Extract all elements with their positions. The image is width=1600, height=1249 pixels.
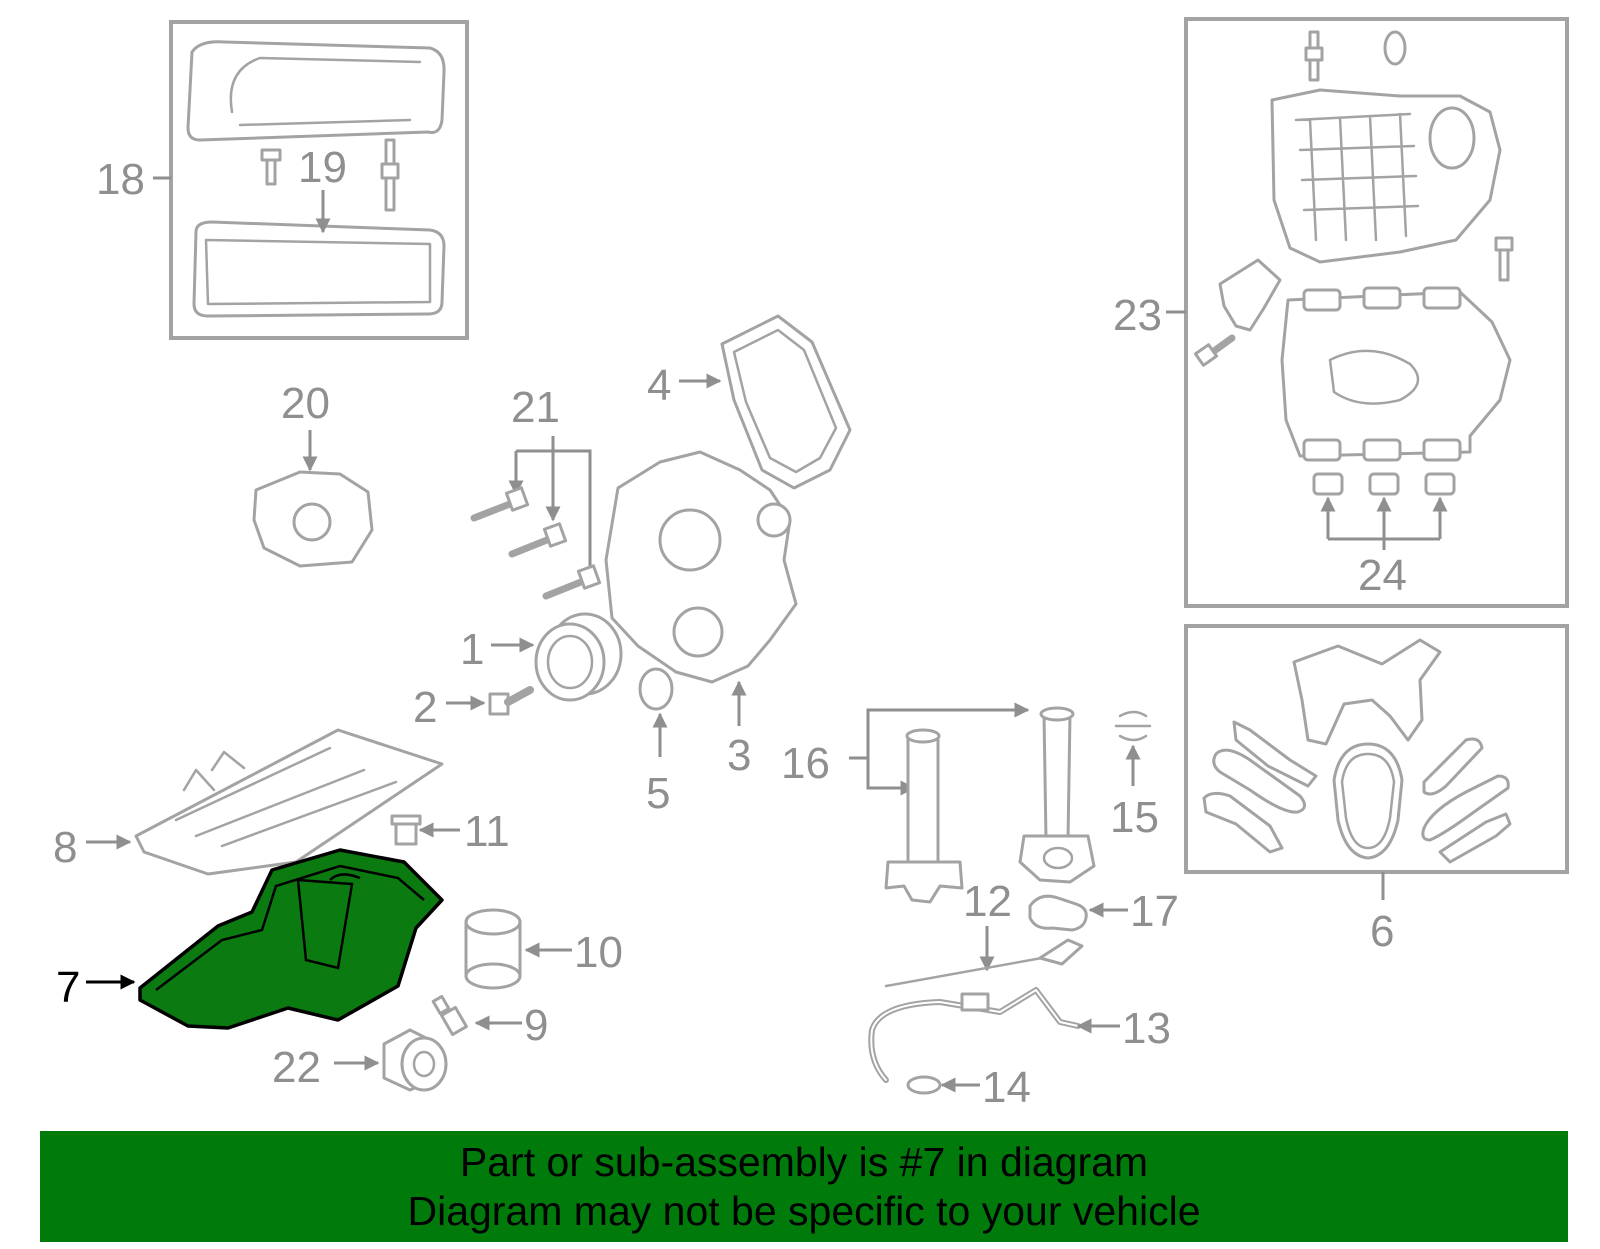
chain-guide-right-upper [1422, 737, 1484, 796]
label-19: 19 [298, 143, 347, 192]
crankshaft-damper-ring-part [534, 612, 623, 702]
banner-line-part-number: Part or sub-assembly is #7 in diagram [459, 1139, 1149, 1185]
manifold-gasket-1 [1312, 472, 1344, 496]
valve-cover-gasket-part [192, 220, 446, 318]
filter-adapter-part [382, 1028, 448, 1092]
manifold-bolt-right-part [1494, 236, 1514, 282]
label-18: 18 [96, 155, 145, 204]
label-1: 1 [460, 625, 484, 674]
manifold-stud-part [1304, 30, 1324, 82]
banner-line-disclaimer: Diagram may not be specific to your vehi… [407, 1188, 1201, 1234]
timing-cover-gasket-part [720, 314, 852, 490]
timing-cover-bore-upper [658, 508, 722, 572]
label-17: 17 [1130, 887, 1179, 936]
timing-cover-bolt-3 [542, 564, 602, 600]
valve-cover-ribs [229, 56, 422, 127]
intake-manifold-upper-part [1270, 88, 1502, 264]
label-14: 14 [982, 1063, 1031, 1112]
chain-guide-left-mid [1212, 748, 1306, 814]
label-10: 10 [574, 928, 623, 977]
label-12: 12 [963, 877, 1012, 926]
dipstick-tube-right-part [1018, 706, 1096, 884]
manifold-bolt-left-part [1193, 334, 1236, 367]
windage-tray-part [134, 728, 444, 876]
leader-16-lower [866, 758, 916, 796]
oil-pan-part-highlighted [138, 848, 444, 1030]
timing-cover-boss [756, 502, 792, 538]
label-9: 9 [524, 1001, 548, 1050]
label-3: 3 [727, 731, 751, 780]
label-5: 5 [646, 769, 670, 818]
leader-21-right [516, 449, 592, 568]
timing-cover-bolt-1 [470, 486, 530, 522]
label-7: 7 [56, 963, 80, 1012]
throttle-sensor-part [1218, 258, 1282, 332]
tube-o-ring-part [906, 1075, 942, 1095]
label-24: 24 [1358, 551, 1407, 600]
valve-cover-bolt-left [260, 148, 282, 186]
label-22: 22 [272, 1043, 321, 1092]
label-13: 13 [1122, 1004, 1171, 1053]
label-6: 6 [1370, 907, 1394, 956]
drain-plug-part [390, 814, 422, 846]
label-20: 20 [281, 379, 330, 428]
timing-cover-bore-lower [672, 606, 724, 658]
chain-guide-right-lower [1438, 812, 1512, 864]
leader-16-upper [849, 702, 1030, 760]
dipstick-seal-part [1028, 894, 1088, 932]
manifold-gasket-3 [1424, 472, 1456, 496]
label-16: 16 [781, 739, 830, 788]
label-21: 21 [511, 383, 560, 432]
manifold-o-ring-part [1383, 30, 1407, 66]
valve-cover-stud-right [380, 138, 400, 212]
oil-filter-part [464, 908, 522, 990]
label-15: 15 [1110, 793, 1159, 842]
chain-guide-right-mid [1421, 774, 1510, 842]
oil-pressure-sensor-part [431, 994, 468, 1037]
timing-chain-group-box [1184, 624, 1569, 874]
label-11: 11 [464, 807, 510, 856]
label-4: 4 [647, 361, 671, 410]
label-2: 2 [413, 683, 437, 732]
info-banner: Part or sub-assembly is #7 in diagram Di… [40, 1131, 1568, 1242]
valve-cover-part [186, 40, 446, 142]
chain-guide-left-upper [1232, 720, 1318, 788]
manifold-gasket-2 [1368, 472, 1400, 496]
damper-bolt-part [488, 686, 534, 716]
timing-cover-bolt-2 [508, 522, 568, 558]
retaining-clip-part [1114, 710, 1152, 742]
dipstick-tube-left-part [884, 728, 964, 904]
dipstick-tube-curved-part [868, 987, 1081, 1083]
label-8: 8 [53, 823, 77, 872]
dipstick-part [884, 938, 1084, 988]
intake-manifold-lower-part [1280, 286, 1512, 462]
engine-front-housing-part [252, 470, 374, 568]
label-23: 23 [1113, 291, 1162, 340]
timing-chain-part [1332, 742, 1404, 860]
chain-tensioner-bracket-part [1292, 638, 1442, 746]
valve-cover-group-box [169, 20, 469, 340]
o-ring-part [638, 667, 674, 711]
chain-guide-left-lower [1202, 791, 1284, 854]
